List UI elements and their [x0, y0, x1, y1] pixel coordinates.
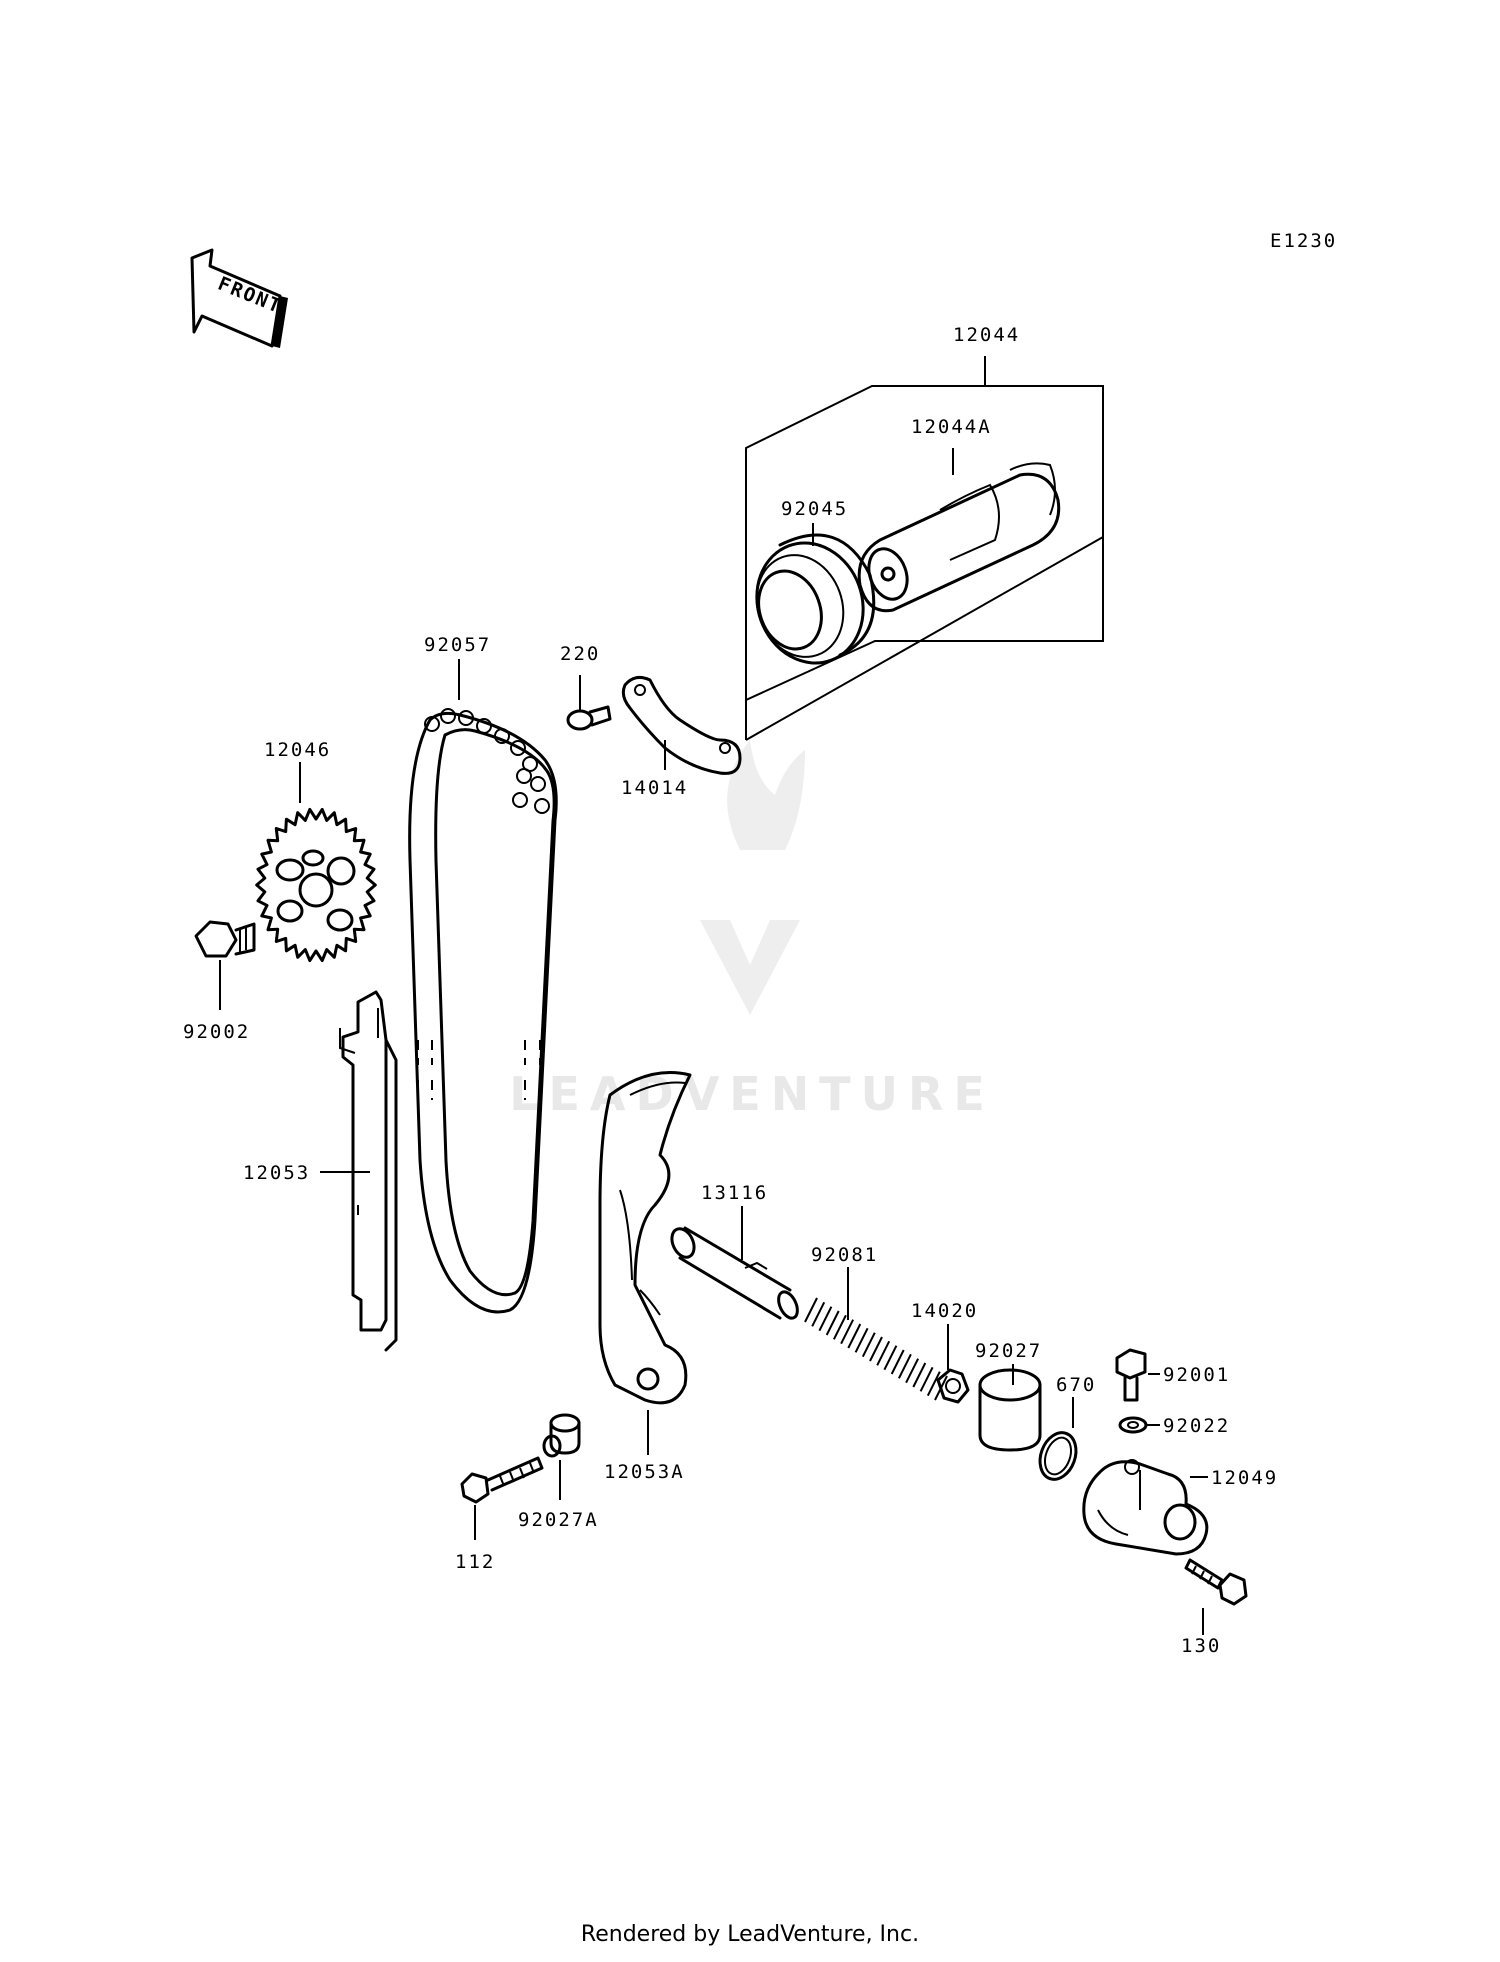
- watermark-text: LEADVENTURE: [509, 1067, 995, 1121]
- chain-links: [424, 708, 550, 814]
- label-92027: 92027: [975, 1340, 1042, 1362]
- spring-92081: [804, 1297, 948, 1401]
- label-92057: 92057: [424, 634, 491, 656]
- label-92022: 92022: [1163, 1415, 1230, 1437]
- o-ring-670: [1038, 1431, 1078, 1481]
- label-13116: 13116: [701, 1182, 768, 1204]
- collar-92027A: [542, 1413, 581, 1458]
- bolt-92001: [1115, 1348, 1147, 1402]
- diagram-code: E1230: [1270, 230, 1337, 252]
- front-arrow-icon: FRONT: [190, 248, 288, 348]
- label-12044A: 12044A: [911, 416, 992, 438]
- pin-13116: [670, 1226, 799, 1320]
- bolt-92002: [194, 920, 256, 958]
- label-92081: 92081: [811, 1244, 878, 1266]
- collar-92027: [978, 1368, 1042, 1452]
- chain-guide-12053: [339, 990, 398, 1352]
- bolt-112: [460, 1456, 544, 1504]
- label-130: 130: [1181, 1635, 1221, 1657]
- camshaft-assembly-group: [745, 385, 1104, 741]
- washer-92022: [1118, 1416, 1148, 1434]
- bolt-130: [1184, 1558, 1248, 1606]
- label-220: 220: [560, 643, 600, 665]
- label-12046: 12046: [264, 739, 331, 761]
- label-92002: 92002: [183, 1021, 250, 1043]
- nut-14020: [936, 1368, 970, 1404]
- label-112: 112: [455, 1551, 495, 1573]
- label-12053: 12053: [243, 1162, 310, 1184]
- bolt-220: [566, 705, 612, 731]
- cam-chain-92057: [408, 708, 558, 1314]
- label-92027A: 92027A: [518, 1509, 599, 1531]
- label-92045: 92045: [781, 498, 848, 520]
- footer-credit: Rendered by LeadVenture, Inc.: [580, 1922, 920, 1947]
- bearing-92045: [755, 533, 876, 665]
- watermark: LEADVENTURE: [509, 740, 995, 1121]
- label-14014: 14014: [621, 777, 688, 799]
- tensioner-body-12049: [1082, 1459, 1209, 1556]
- label-12049: 12049: [1211, 1467, 1278, 1489]
- label-670: 670: [1056, 1374, 1096, 1396]
- leader-lines: [219, 356, 1208, 1635]
- sprocket-12046: [255, 807, 377, 963]
- label-12053A: 12053A: [604, 1461, 685, 1483]
- label-12044: 12044: [953, 324, 1020, 346]
- label-92001: 92001: [1163, 1364, 1230, 1386]
- part-labels: 12044 12044A 92045 92057 220 14014 12046…: [183, 324, 1278, 1657]
- plate-14014: [621, 675, 742, 775]
- camshaft-12044A: [857, 462, 1061, 613]
- tensioner-guide-12053A: [598, 1071, 692, 1405]
- label-14020: 14020: [911, 1300, 978, 1322]
